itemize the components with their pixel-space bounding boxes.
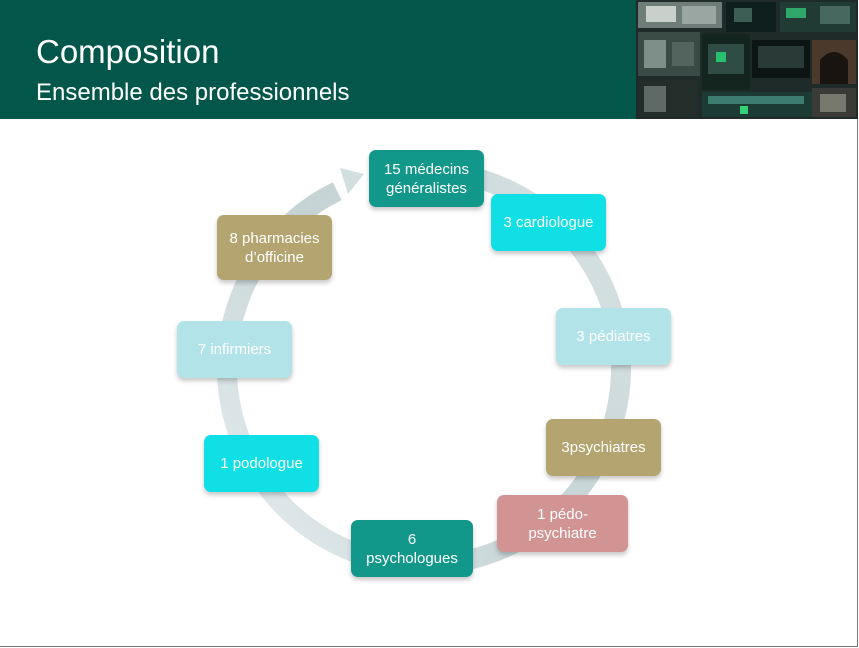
node-cardiologue: 3 cardiologue	[491, 194, 606, 251]
node-medecins-generalistes: 15 médecins généralistes	[369, 150, 484, 207]
ring-arrowhead	[340, 168, 364, 194]
slide-title: Composition	[36, 33, 220, 70]
node-psychologues: 6 psychologues	[351, 520, 473, 577]
node-podologue: 1 podologue	[204, 435, 319, 492]
node-infirmiers: 7 infirmiers	[177, 321, 292, 378]
node-pharmacies: 8 pharmacies d’officine	[217, 215, 332, 280]
node-pedopsychiatre: 1 pédo- psychiatre	[497, 495, 628, 552]
photo-collage-image	[636, 0, 858, 119]
pharmacy-photo-collage	[636, 0, 858, 119]
slide-subtitle: Ensemble des professionnels	[36, 79, 350, 106]
node-psychiatres: 3psychiatres	[546, 419, 661, 476]
node-pediatres: 3 pédiatres	[556, 308, 671, 365]
title-banner: Composition Ensemble des professionnels	[0, 0, 636, 119]
